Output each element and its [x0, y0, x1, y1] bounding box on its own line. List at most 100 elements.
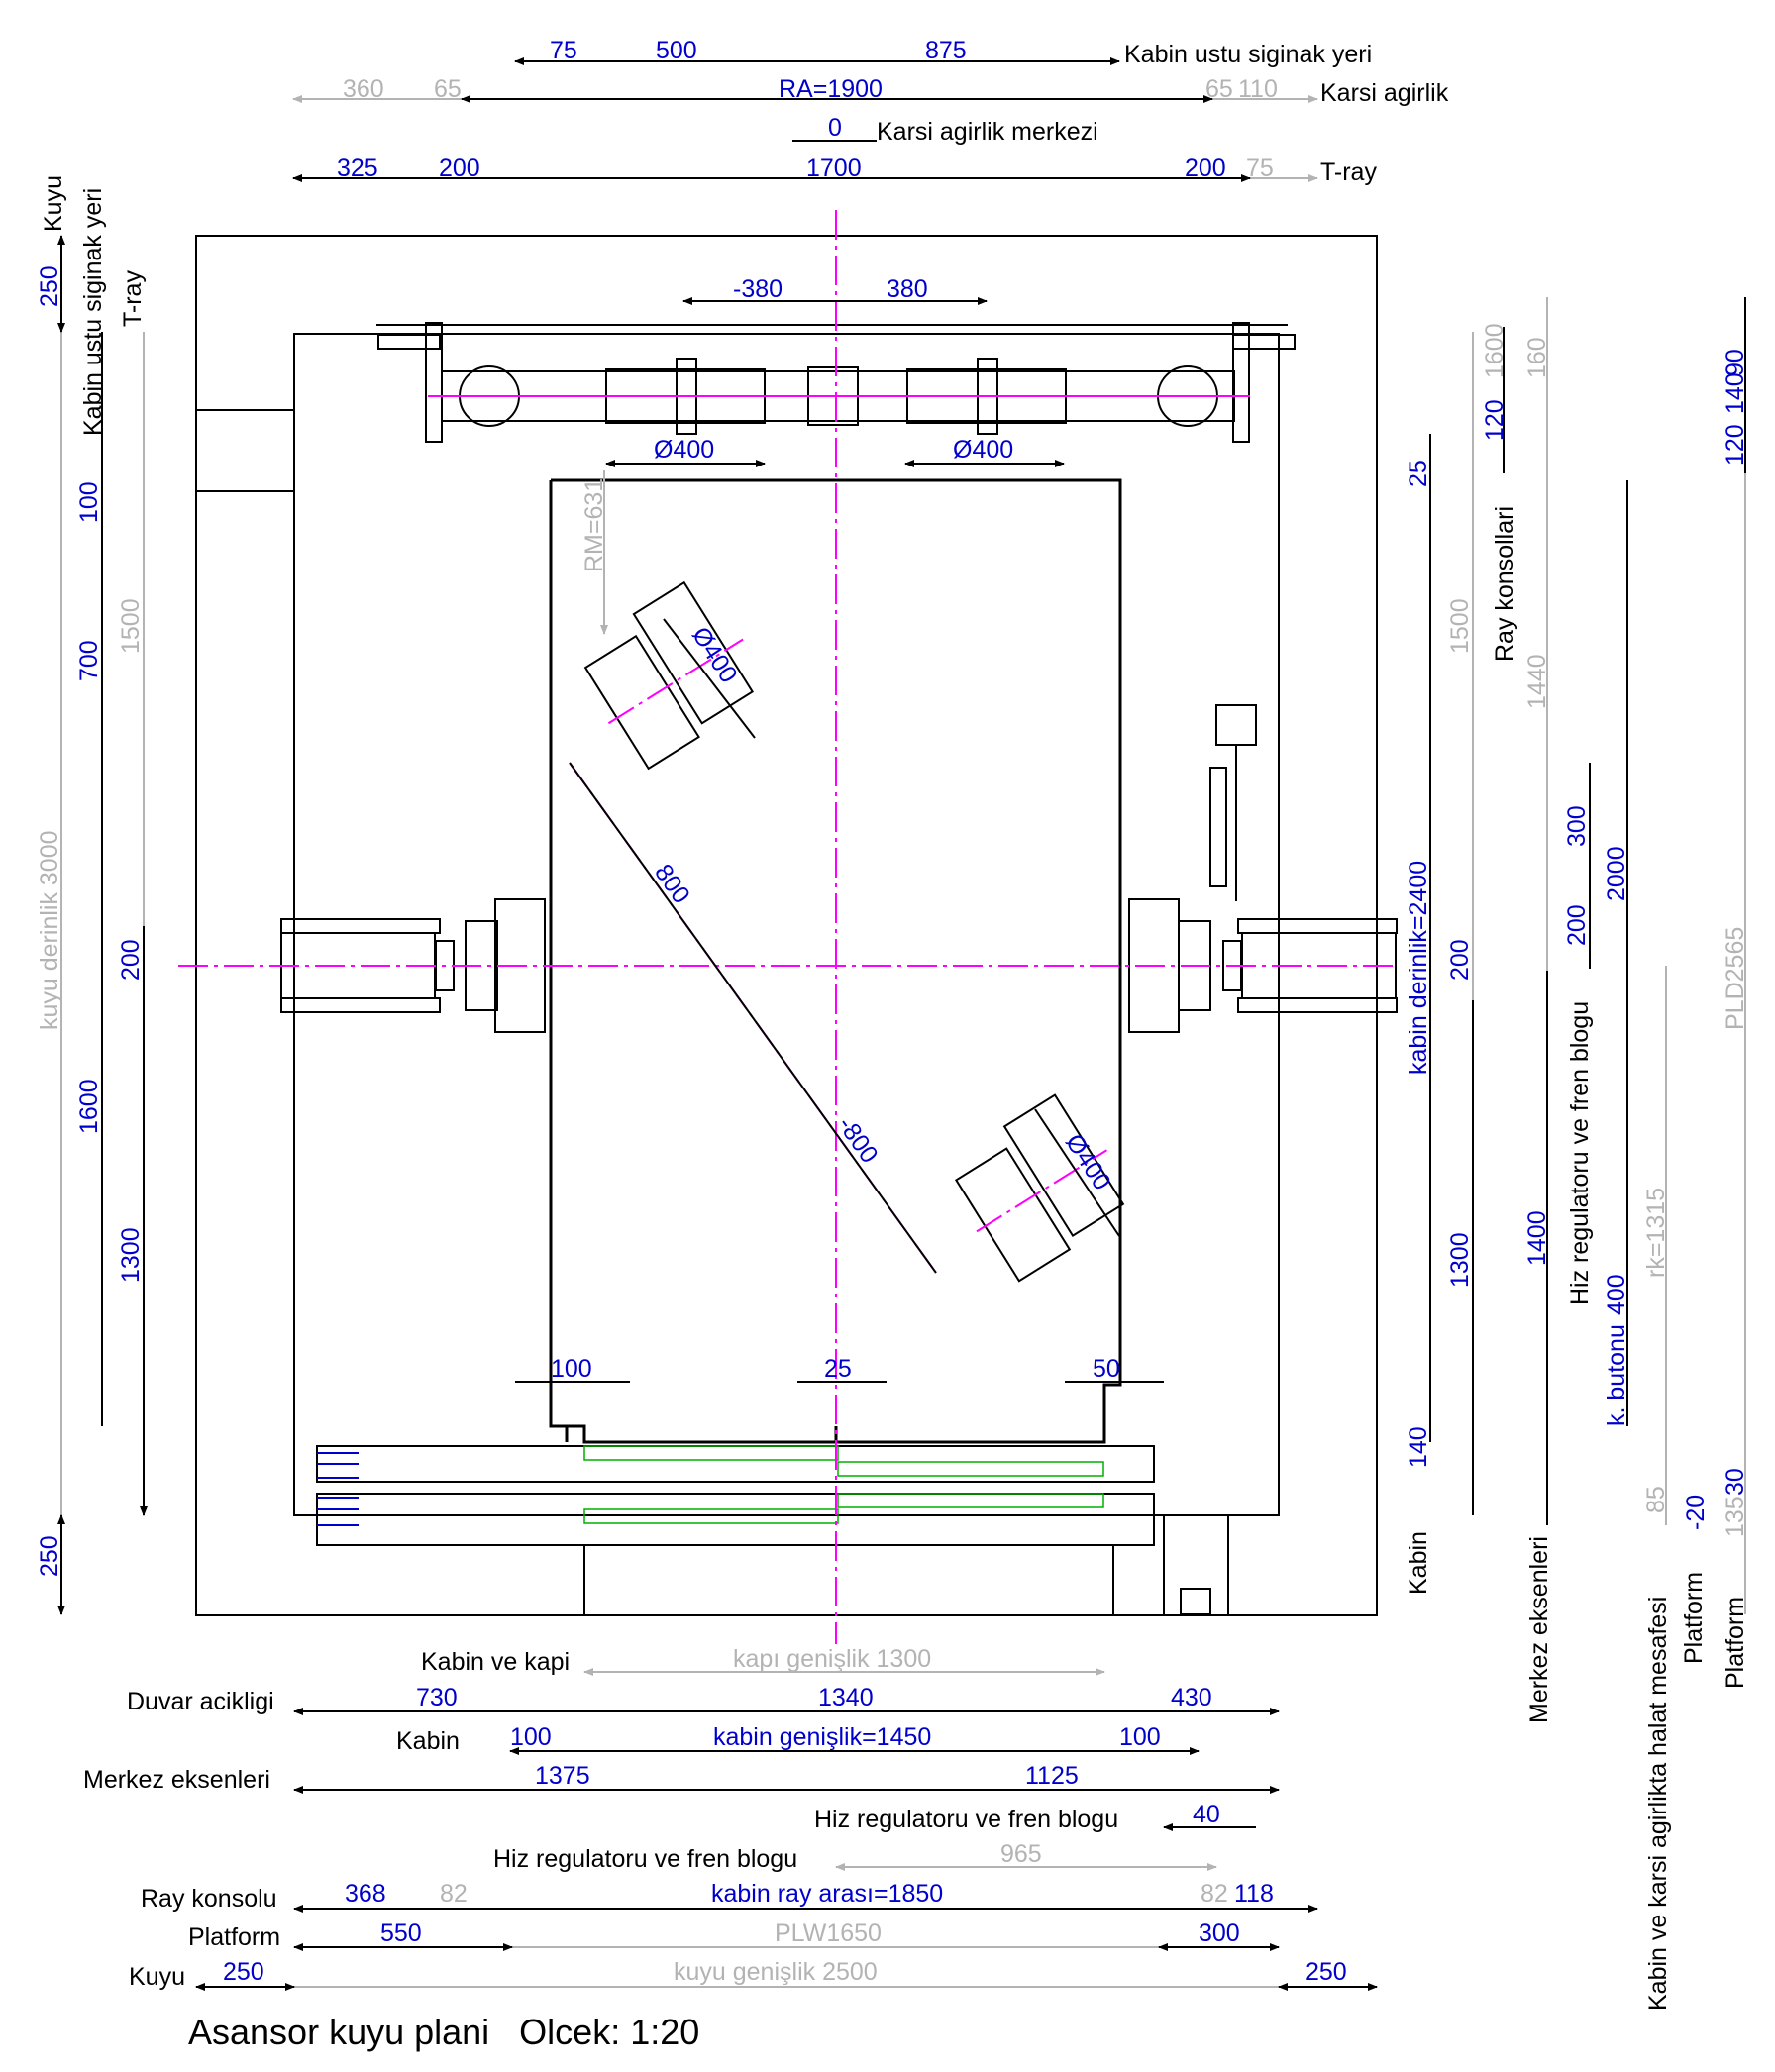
right-200: 200 — [1446, 939, 1474, 981]
bot-300: 300 — [1199, 1919, 1240, 1947]
int-dia400-a: Ø400 — [654, 436, 714, 464]
bot-label-kabin: Kabin — [396, 1727, 460, 1755]
right-90: 90 — [1722, 349, 1749, 376]
top-875: 875 — [925, 37, 967, 64]
int-800: 800 — [649, 859, 695, 908]
governor-block — [1209, 704, 1257, 901]
bot-label-ray: Ray konsolu — [141, 1885, 277, 1913]
right-label-kbutonu: k. butonu — [1603, 1324, 1630, 1426]
right-1500: 1500 — [1446, 598, 1474, 654]
left-700: 700 — [75, 640, 103, 681]
bot-label-merkez: Merkez eksenleri — [83, 1766, 270, 1794]
bot-550: 550 — [380, 1919, 422, 1947]
sheave-upper-left — [583, 580, 755, 771]
right-label-merkez: Merkez eksenleri — [1525, 1536, 1553, 1723]
top-360: 360 — [343, 75, 384, 103]
bot-ray-arasi: kabin ray arası=1850 — [711, 1880, 943, 1908]
int-dia400-d: Ø400 — [1060, 1129, 1116, 1195]
bot-730: 730 — [416, 1684, 458, 1711]
int-dia400-b: Ø400 — [953, 436, 1013, 464]
top-label-siginak: Kabin ustu siginak yeri — [1124, 41, 1372, 68]
drawing-title: Asansor kuyu plani Olcek: 1:20 — [188, 2012, 699, 2052]
bot-label-hiz2: Hiz regulatoru ve fren blogu — [493, 1845, 797, 1873]
right-label-platform1: Platform — [1680, 1572, 1708, 1664]
right-kabin-derinlik: kabin derinlik=2400 — [1405, 861, 1432, 1075]
bot-1340: 1340 — [818, 1684, 874, 1711]
bot-plw: PLW1650 — [775, 1919, 882, 1947]
int-25: 25 — [824, 1355, 852, 1383]
bot-100b: 100 — [1119, 1723, 1161, 1751]
left-100: 100 — [75, 481, 103, 523]
left-1600: 1600 — [75, 1079, 103, 1134]
top-65a: 65 — [434, 75, 462, 103]
bot-label-hiz1: Hiz regulatoru ve fren blogu — [814, 1806, 1118, 1833]
right-160: 160 — [1523, 337, 1551, 378]
int-100: 100 — [551, 1355, 592, 1383]
right-85: 85 — [1642, 1486, 1670, 1513]
bot-kuyu-genislik: kuyu genişlik 2500 — [674, 1958, 878, 1986]
bot-label-kabin-kapi: Kabin ve kapi — [421, 1648, 570, 1676]
right-30: 30 — [1722, 1468, 1749, 1496]
top-500: 500 — [656, 37, 697, 64]
right-dimensions: 25 1500 kabin derinlik=2400 200 1300 140… — [1405, 323, 1749, 2011]
int-dia400-c: Ø400 — [686, 622, 743, 688]
left-label-siginak: Kabin ustu siginak yeri — [79, 188, 107, 436]
right-label-platform2: Platform — [1722, 1597, 1749, 1689]
right-label-hiz: Hiz regulatoru ve fren blogu — [1566, 1001, 1594, 1305]
left-250b: 250 — [36, 1535, 63, 1577]
left-dimensions: Kuyu Kabin ustu siginak yeri T-ray 250 1… — [36, 175, 147, 1577]
left-label-tray: T-ray — [119, 270, 147, 327]
right-neg20: -20 — [1682, 1495, 1710, 1530]
bot-82a: 82 — [440, 1880, 468, 1908]
top-110: 110 — [1238, 75, 1278, 103]
int-rm: RM=631 — [580, 478, 608, 572]
right-140b: 140 — [1722, 372, 1749, 414]
cabin-outline — [549, 478, 1122, 1444]
top-label-karsi: Karsi agirlik — [1320, 79, 1449, 107]
right-400: 400 — [1603, 1274, 1630, 1315]
top-ra: RA=1900 — [779, 75, 883, 103]
top-label-merkezi: Karsi agirlik merkezi — [877, 118, 1098, 146]
top-200a: 200 — [439, 155, 480, 182]
top-325: 325 — [337, 155, 378, 182]
right-label-halat: Kabin ve karsi agirlikta halat mesafesi — [1644, 1597, 1672, 2011]
bot-label-platform: Platform — [188, 1923, 280, 1951]
door-assembly — [316, 1445, 1229, 1616]
bot-250a: 250 — [223, 1958, 264, 1986]
right-pld: PLD2565 — [1722, 927, 1749, 1030]
left-kuyu-derinlik: kuyu derinlik 3000 — [36, 830, 63, 1030]
bot-430: 430 — [1171, 1684, 1212, 1711]
left-250a: 250 — [36, 265, 63, 307]
int-380: 380 — [887, 275, 928, 303]
bot-1125: 1125 — [1025, 1762, 1079, 1790]
top-1700: 1700 — [806, 155, 862, 182]
top-dimensions: 75 500 875 Kabin ustu siginak yeri 360 6… — [337, 37, 1449, 186]
right-25: 25 — [1405, 460, 1432, 487]
bot-82b: 82 — [1201, 1880, 1228, 1908]
right-140: 140 — [1405, 1426, 1432, 1468]
bot-965: 965 — [1000, 1840, 1042, 1868]
centre-axes — [178, 210, 1397, 1644]
right-300: 300 — [1563, 805, 1591, 847]
bot-1375: 1375 — [535, 1762, 590, 1790]
left-label-kuyu: Kuyu — [40, 175, 67, 232]
bot-label-duvar: Duvar acikligi — [127, 1688, 274, 1715]
counterweight-assembly — [376, 322, 1296, 443]
sheave-lower-right — [954, 1093, 1125, 1283]
left-200: 200 — [117, 939, 145, 981]
bot-40: 40 — [1193, 1801, 1220, 1828]
left-1500: 1500 — [117, 598, 145, 654]
right-label-ray: Ray konsollari — [1491, 506, 1518, 662]
left-1300: 1300 — [117, 1227, 145, 1283]
right-1300: 1300 — [1446, 1232, 1474, 1288]
bot-100a: 100 — [510, 1723, 552, 1751]
bottom-dimensions: Kabin ve kapi kapı genişlik 1300 Duvar a… — [83, 1645, 1347, 1991]
top-65b: 65 — [1205, 75, 1233, 103]
right-200b: 200 — [1563, 904, 1591, 946]
right-120: 120 — [1481, 399, 1509, 441]
bot-250b: 250 — [1305, 1958, 1347, 1986]
right-label-kabin: Kabin — [1405, 1531, 1432, 1595]
top-200b: 200 — [1185, 155, 1226, 182]
bot-label-kuyu: Kuyu — [129, 1963, 185, 1991]
